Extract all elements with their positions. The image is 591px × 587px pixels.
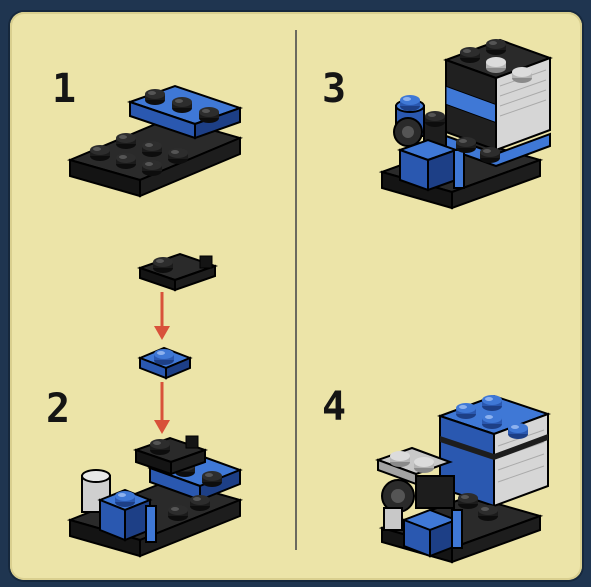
step-1-illustration <box>70 86 240 196</box>
step-4-illustration <box>378 395 548 562</box>
step-3-illustration <box>382 39 550 208</box>
step-2-illustration <box>70 254 240 556</box>
